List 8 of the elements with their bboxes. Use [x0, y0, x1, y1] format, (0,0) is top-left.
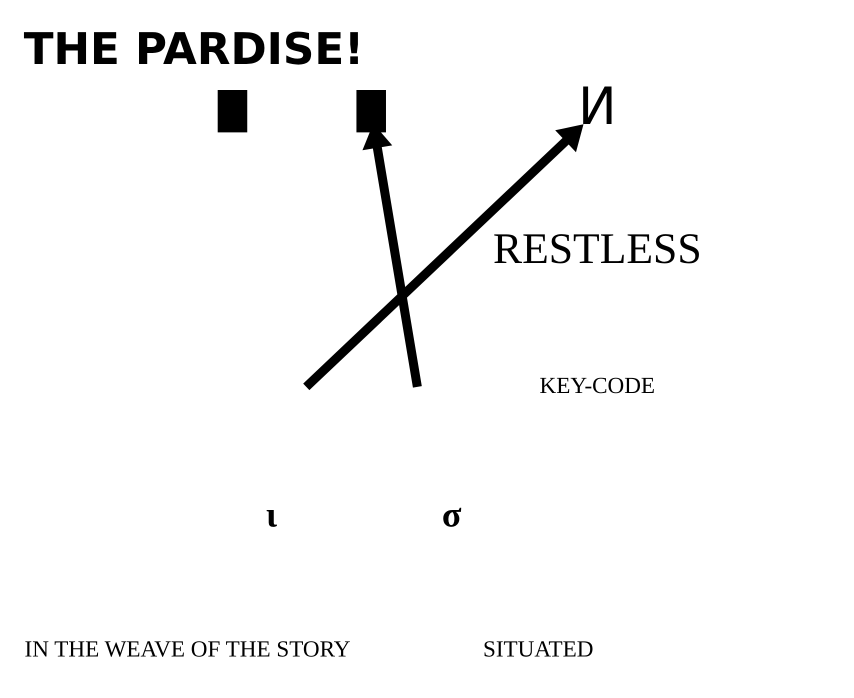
- label: ι: [266, 494, 278, 534]
- node-text: И: [578, 76, 617, 137]
- diagram-title: THE PARDISE!: [24, 23, 364, 74]
- label: σ: [442, 494, 462, 534]
- label: KEY-CODE: [540, 372, 656, 399]
- label: IN THE WEAVE OF THE STORY: [24, 636, 350, 662]
- label: RESTLESS: [492, 224, 702, 273]
- label: SITUATED: [483, 636, 594, 662]
